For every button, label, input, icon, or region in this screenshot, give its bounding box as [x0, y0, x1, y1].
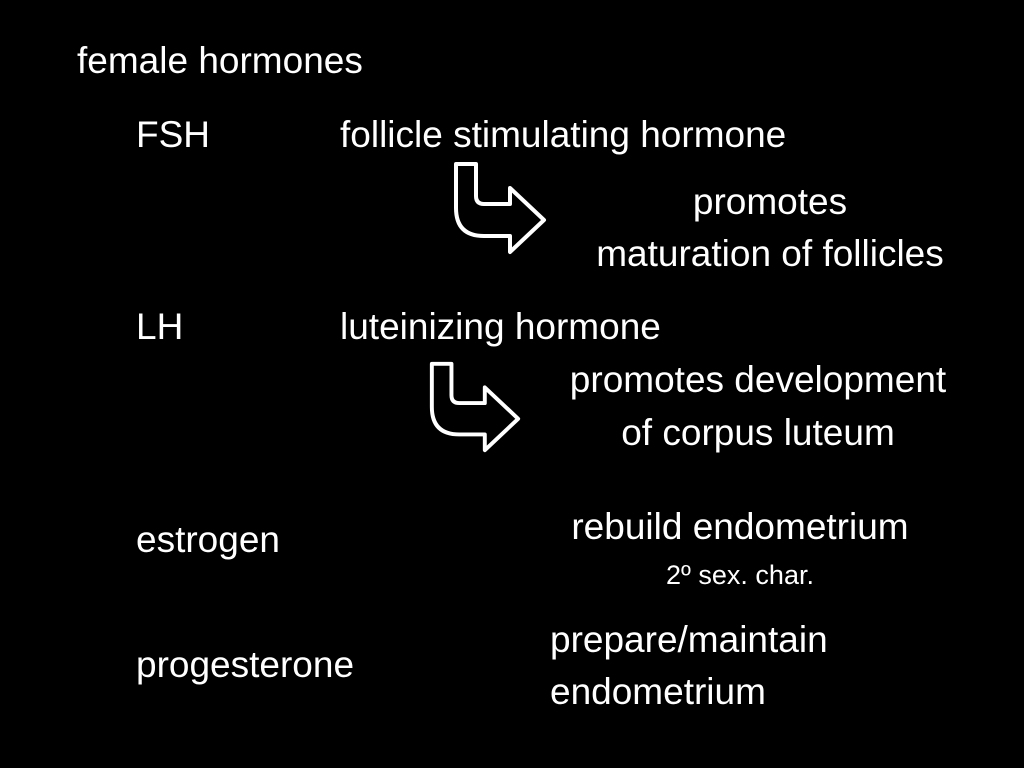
curved-arrow-icon — [429, 361, 521, 453]
fsh-effect-line1: promotes — [692, 181, 848, 222]
lh-effect-line1: promotes development — [569, 359, 947, 400]
hormone-abbr-fsh: FSH — [136, 114, 210, 155]
slide-title: female hormones — [77, 40, 363, 81]
hormone-name-fsh: follicle stimulating hormone — [340, 114, 787, 155]
estrogen-effect-line1: rebuild endometrium — [571, 506, 909, 547]
hormone-abbr-progesterone: progesterone — [136, 644, 355, 685]
hormone-abbr-estrogen: estrogen — [136, 519, 280, 560]
fsh-effect-line2: maturation of follicles — [596, 233, 944, 274]
progesterone-effect-line2: endometrium — [550, 671, 766, 712]
lh-effect-line2: of corpus luteum — [621, 412, 895, 453]
curved-arrow-icon — [454, 162, 546, 254]
progesterone-effect-line1: prepare/maintain — [550, 619, 828, 660]
estrogen-effect-line2: 2º sex. char. — [666, 560, 814, 590]
hormone-name-lh: luteinizing hormone — [340, 306, 661, 347]
hormone-abbr-lh: LH — [136, 306, 184, 347]
